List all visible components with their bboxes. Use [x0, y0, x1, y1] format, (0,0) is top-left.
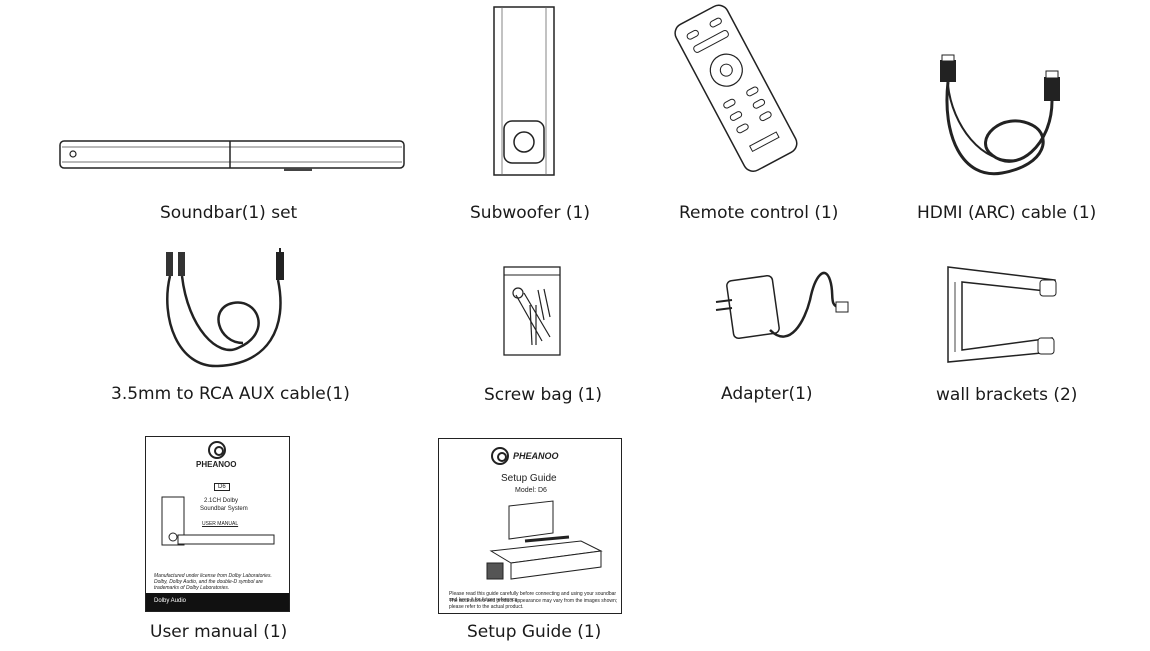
- setup-model: Model: D6: [515, 487, 547, 494]
- manual-model: D6: [214, 483, 230, 491]
- hdmi-caption: HDMI (ARC) cable (1): [917, 203, 1097, 223]
- remote-caption: Remote control (1): [679, 203, 839, 223]
- adapter-illustration: [715, 271, 849, 340]
- subwoofer-caption: Subwoofer (1): [470, 203, 590, 223]
- soundbar-illustration: [59, 140, 405, 171]
- setup-guide-caption: Setup Guide (1): [467, 622, 602, 642]
- screw-bag-illustration: [503, 266, 561, 356]
- adapter-caption: Adapter(1): [721, 384, 813, 404]
- manual-brand: PHEANOO: [196, 460, 237, 469]
- screw-bag-caption: Screw bag (1): [484, 385, 603, 405]
- user-manual-caption: User manual (1): [150, 622, 288, 642]
- wall-bracket-illustration: [947, 266, 1057, 363]
- setup-scene-image: [486, 500, 603, 580]
- setup-title: Setup Guide: [501, 473, 557, 484]
- manual-footer-logo: Dolby Audio: [154, 598, 187, 604]
- user-manual-cover: PHEANOO D6 2.1CH Dolby Soundbar System U…: [145, 436, 290, 612]
- manual-title-line1: 2.1CH Dolby: [204, 498, 239, 504]
- setup-brand: PHEANOO: [513, 451, 559, 461]
- setup-note-1: Please read this guide carefully before …: [449, 591, 617, 603]
- manual-footer: Dolby Audio: [146, 593, 289, 611]
- manual-disclaimer: Manufactured under license from Dolby La…: [154, 573, 272, 591]
- manual-title-line2: Soundbar System: [200, 506, 248, 512]
- brand-logo-icon: [208, 441, 226, 459]
- manual-subtitle: USER MANUAL: [202, 521, 239, 527]
- setup-note-2: The accessories and product appearance m…: [449, 598, 618, 610]
- subwoofer-illustration: [493, 6, 555, 176]
- remote-control-illustration: [674, 4, 798, 172]
- aux-cable-caption: 3.5mm to RCA AUX cable(1): [111, 384, 350, 404]
- brand-logo-icon: [491, 447, 509, 465]
- aux-cable-illustration: [166, 248, 284, 368]
- soundbar-caption: Soundbar(1) set: [160, 203, 298, 223]
- hdmi-cable-illustration: [940, 54, 1060, 176]
- setup-guide-cover: PHEANOO Setup Guide Model: D6 Please rea…: [438, 438, 622, 614]
- manual-product-image: [161, 496, 275, 546]
- wall-brackets-caption: wall brackets (2): [936, 385, 1078, 405]
